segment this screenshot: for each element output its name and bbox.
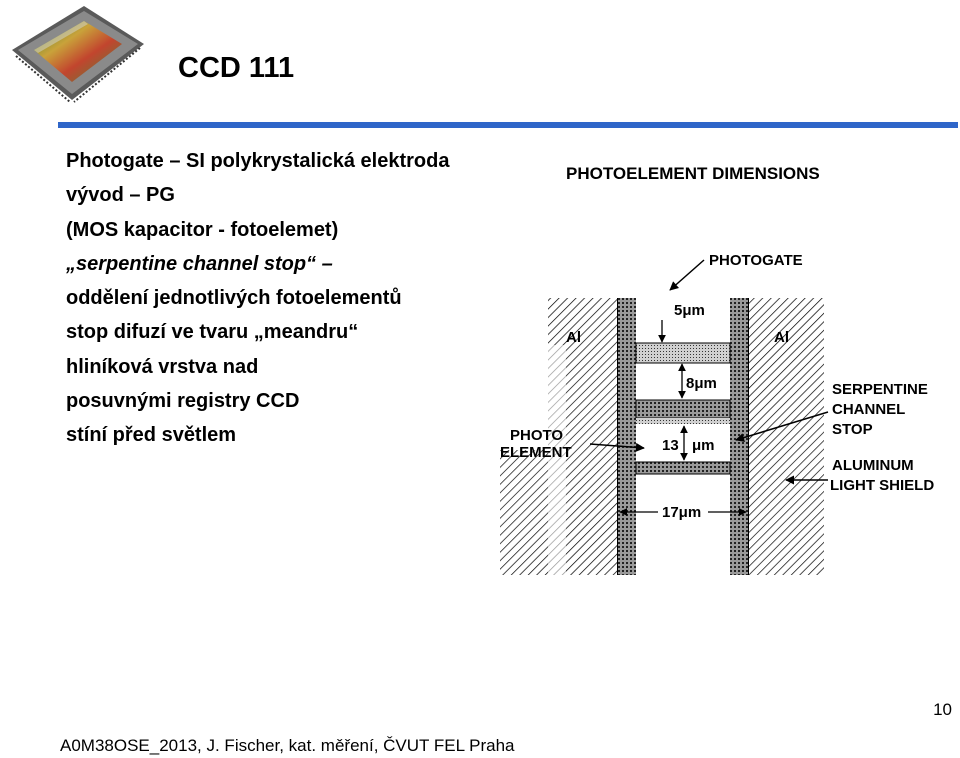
element-label: ELEMENT [500, 444, 572, 461]
right-aluminum-shield [748, 298, 824, 575]
serpentine-arrow [735, 411, 829, 442]
photo-label: PHOTO [510, 427, 563, 444]
al-left-label: Al [566, 329, 581, 346]
title-divider [58, 122, 958, 128]
serpentine-label-3: STOP [832, 421, 873, 438]
bullet-line: vývod – PG [66, 184, 175, 207]
bullet-line: stop difuzí ve tvaru „meandru“ [66, 321, 359, 344]
bullet-line: Photogate – SI polykrystalická elektroda [66, 150, 450, 172]
serpentine-label-2: CHANNEL [832, 401, 905, 418]
bullet-line: oddělení jednotlivých fotoelementů [66, 287, 402, 310]
bullet-line-italic: „serpentine channel stop“ – [66, 252, 333, 275]
photo-element-arrow [589, 442, 645, 452]
bullet-list: Photogate – SI polykrystalická elektroda… [66, 144, 486, 453]
aluminum-label-2: LIGHT SHIELD [830, 477, 934, 494]
left-shield-gap-hatch [548, 345, 566, 575]
diagram-heading: PHOTOELEMENT DIMENSIONS [566, 164, 820, 183]
page-number: 10 [933, 700, 952, 719]
bullet-line: posuvnými registry CCD [66, 390, 300, 413]
bullet-line: stíní před světlem [66, 424, 237, 447]
dim-5-label: 5μm [674, 302, 705, 319]
aluminum-label-1: ALUMINUM [832, 457, 914, 474]
serpentine-stop-left [618, 298, 636, 575]
ccd-chip-icon [12, 6, 144, 103]
photogate-label: PHOTOGATE [709, 252, 803, 269]
bullet-line: hliníková vrstva nad [66, 355, 259, 378]
channel-stop-band-2 [635, 461, 731, 475]
bullet-line: (MOS kapacitor - fotoelemet) [66, 218, 339, 241]
al-right-label: Al [774, 329, 789, 346]
dim-13-unit: μm [692, 437, 715, 454]
dim-8-label: 8μm [686, 375, 717, 392]
photoelement-dimensions-diagram: PHOTOELEMENT DIMENSIONS PHOTOGATE Al Al … [500, 164, 934, 575]
dim-13-label: 13 [662, 437, 679, 454]
dim-17-label: 17μm [662, 504, 701, 521]
slide-footer: A0M38OSE_2013, J. Fischer, kat. měření, … [60, 736, 515, 755]
serpentine-label-1: SERPENTINE [832, 381, 928, 398]
slide-title: CCD 111 [178, 52, 295, 84]
bullet-line: „serpentine channel stop“ – [66, 247, 486, 281]
photogate-band-2 [636, 418, 730, 424]
photogate-band [635, 342, 731, 364]
channel-stop-band [635, 399, 731, 419]
photogate-arrow [669, 259, 705, 291]
